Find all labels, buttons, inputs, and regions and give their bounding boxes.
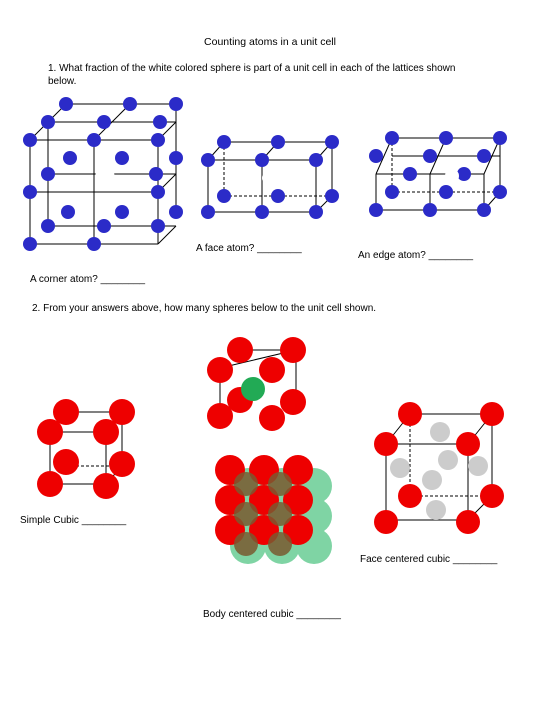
body-centered-cell	[207, 337, 306, 431]
question-1: 1. What fraction of the white colored sp…	[48, 63, 456, 87]
edge-atom-lattice-atoms	[369, 131, 507, 217]
white-edge-sphere	[445, 169, 459, 183]
face-atom-lattice-atoms	[201, 135, 339, 219]
question-2: 2. From your answers above, how many sph…	[32, 303, 377, 314]
white-corner-sphere	[95, 166, 115, 186]
body-centered-label: Body centered cubic ________	[203, 609, 341, 620]
page-title: Counting atoms in a unit cell	[204, 36, 336, 48]
corner-atom-lattice-atoms	[23, 97, 183, 251]
edge-atom-label: An edge atom? ________	[358, 250, 474, 261]
face-atom-label: A face atom? ________	[196, 243, 302, 254]
simple-cubic-label: Simple Cubic ________	[20, 515, 127, 526]
simple-cubic-cell	[37, 399, 135, 499]
white-face-sphere	[262, 170, 278, 186]
face-centered-cell	[374, 402, 504, 534]
packing-diagram	[215, 455, 332, 564]
face-centered-label: Face centered cubic ________	[360, 554, 498, 565]
corner-atom-label: A corner atom? ________	[30, 274, 146, 285]
